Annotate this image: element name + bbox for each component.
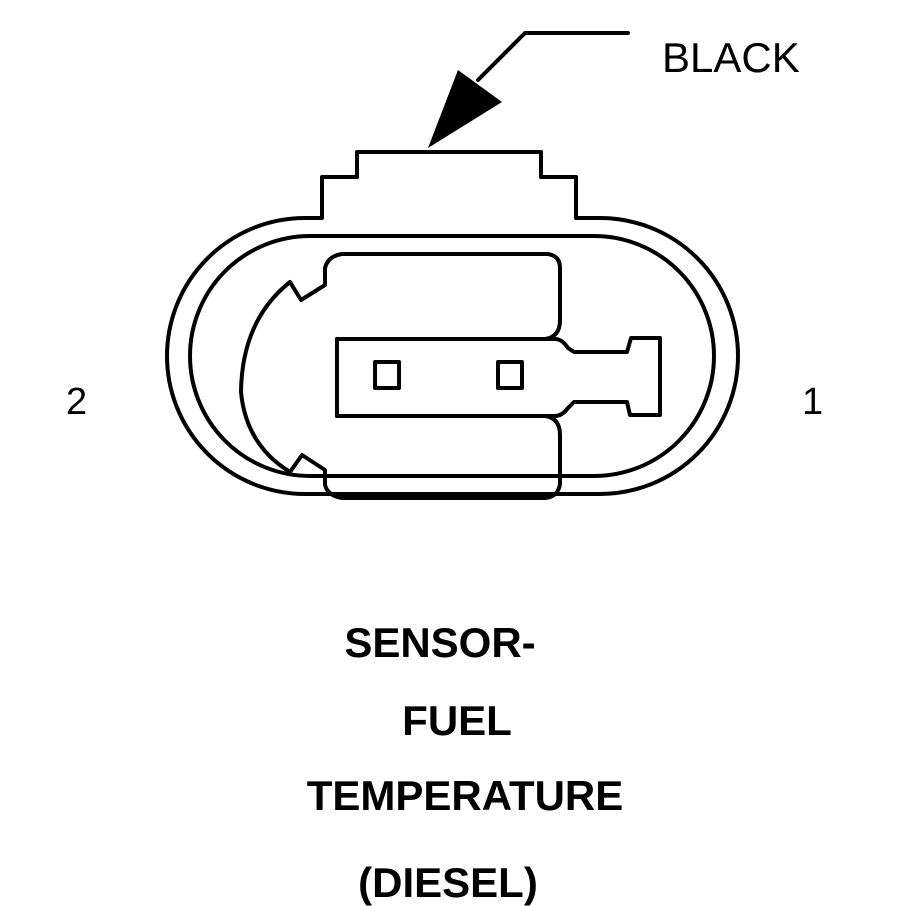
- leader-arrowhead: [428, 70, 502, 148]
- pin-number-2: 2: [66, 381, 88, 423]
- blade-terminal: [335, 336, 662, 418]
- leader-line: [476, 31, 630, 82]
- pin-number-1: 1: [802, 381, 824, 423]
- terminal-window-left: [373, 360, 401, 390]
- caption-line-2: FUEL: [402, 697, 512, 744]
- caption-line-1: SENSOR-: [344, 619, 536, 666]
- terminal-window-right: [496, 360, 524, 390]
- wire-color-label: BLACK: [662, 34, 800, 81]
- caption-line-3: TEMPERATURE: [306, 772, 624, 819]
- terminal-cavity: [239, 252, 562, 500]
- connector-housing-outer: [165, 150, 740, 496]
- caption-line-4: (DIESEL): [358, 859, 538, 906]
- connector-housing-inner: [188, 234, 716, 478]
